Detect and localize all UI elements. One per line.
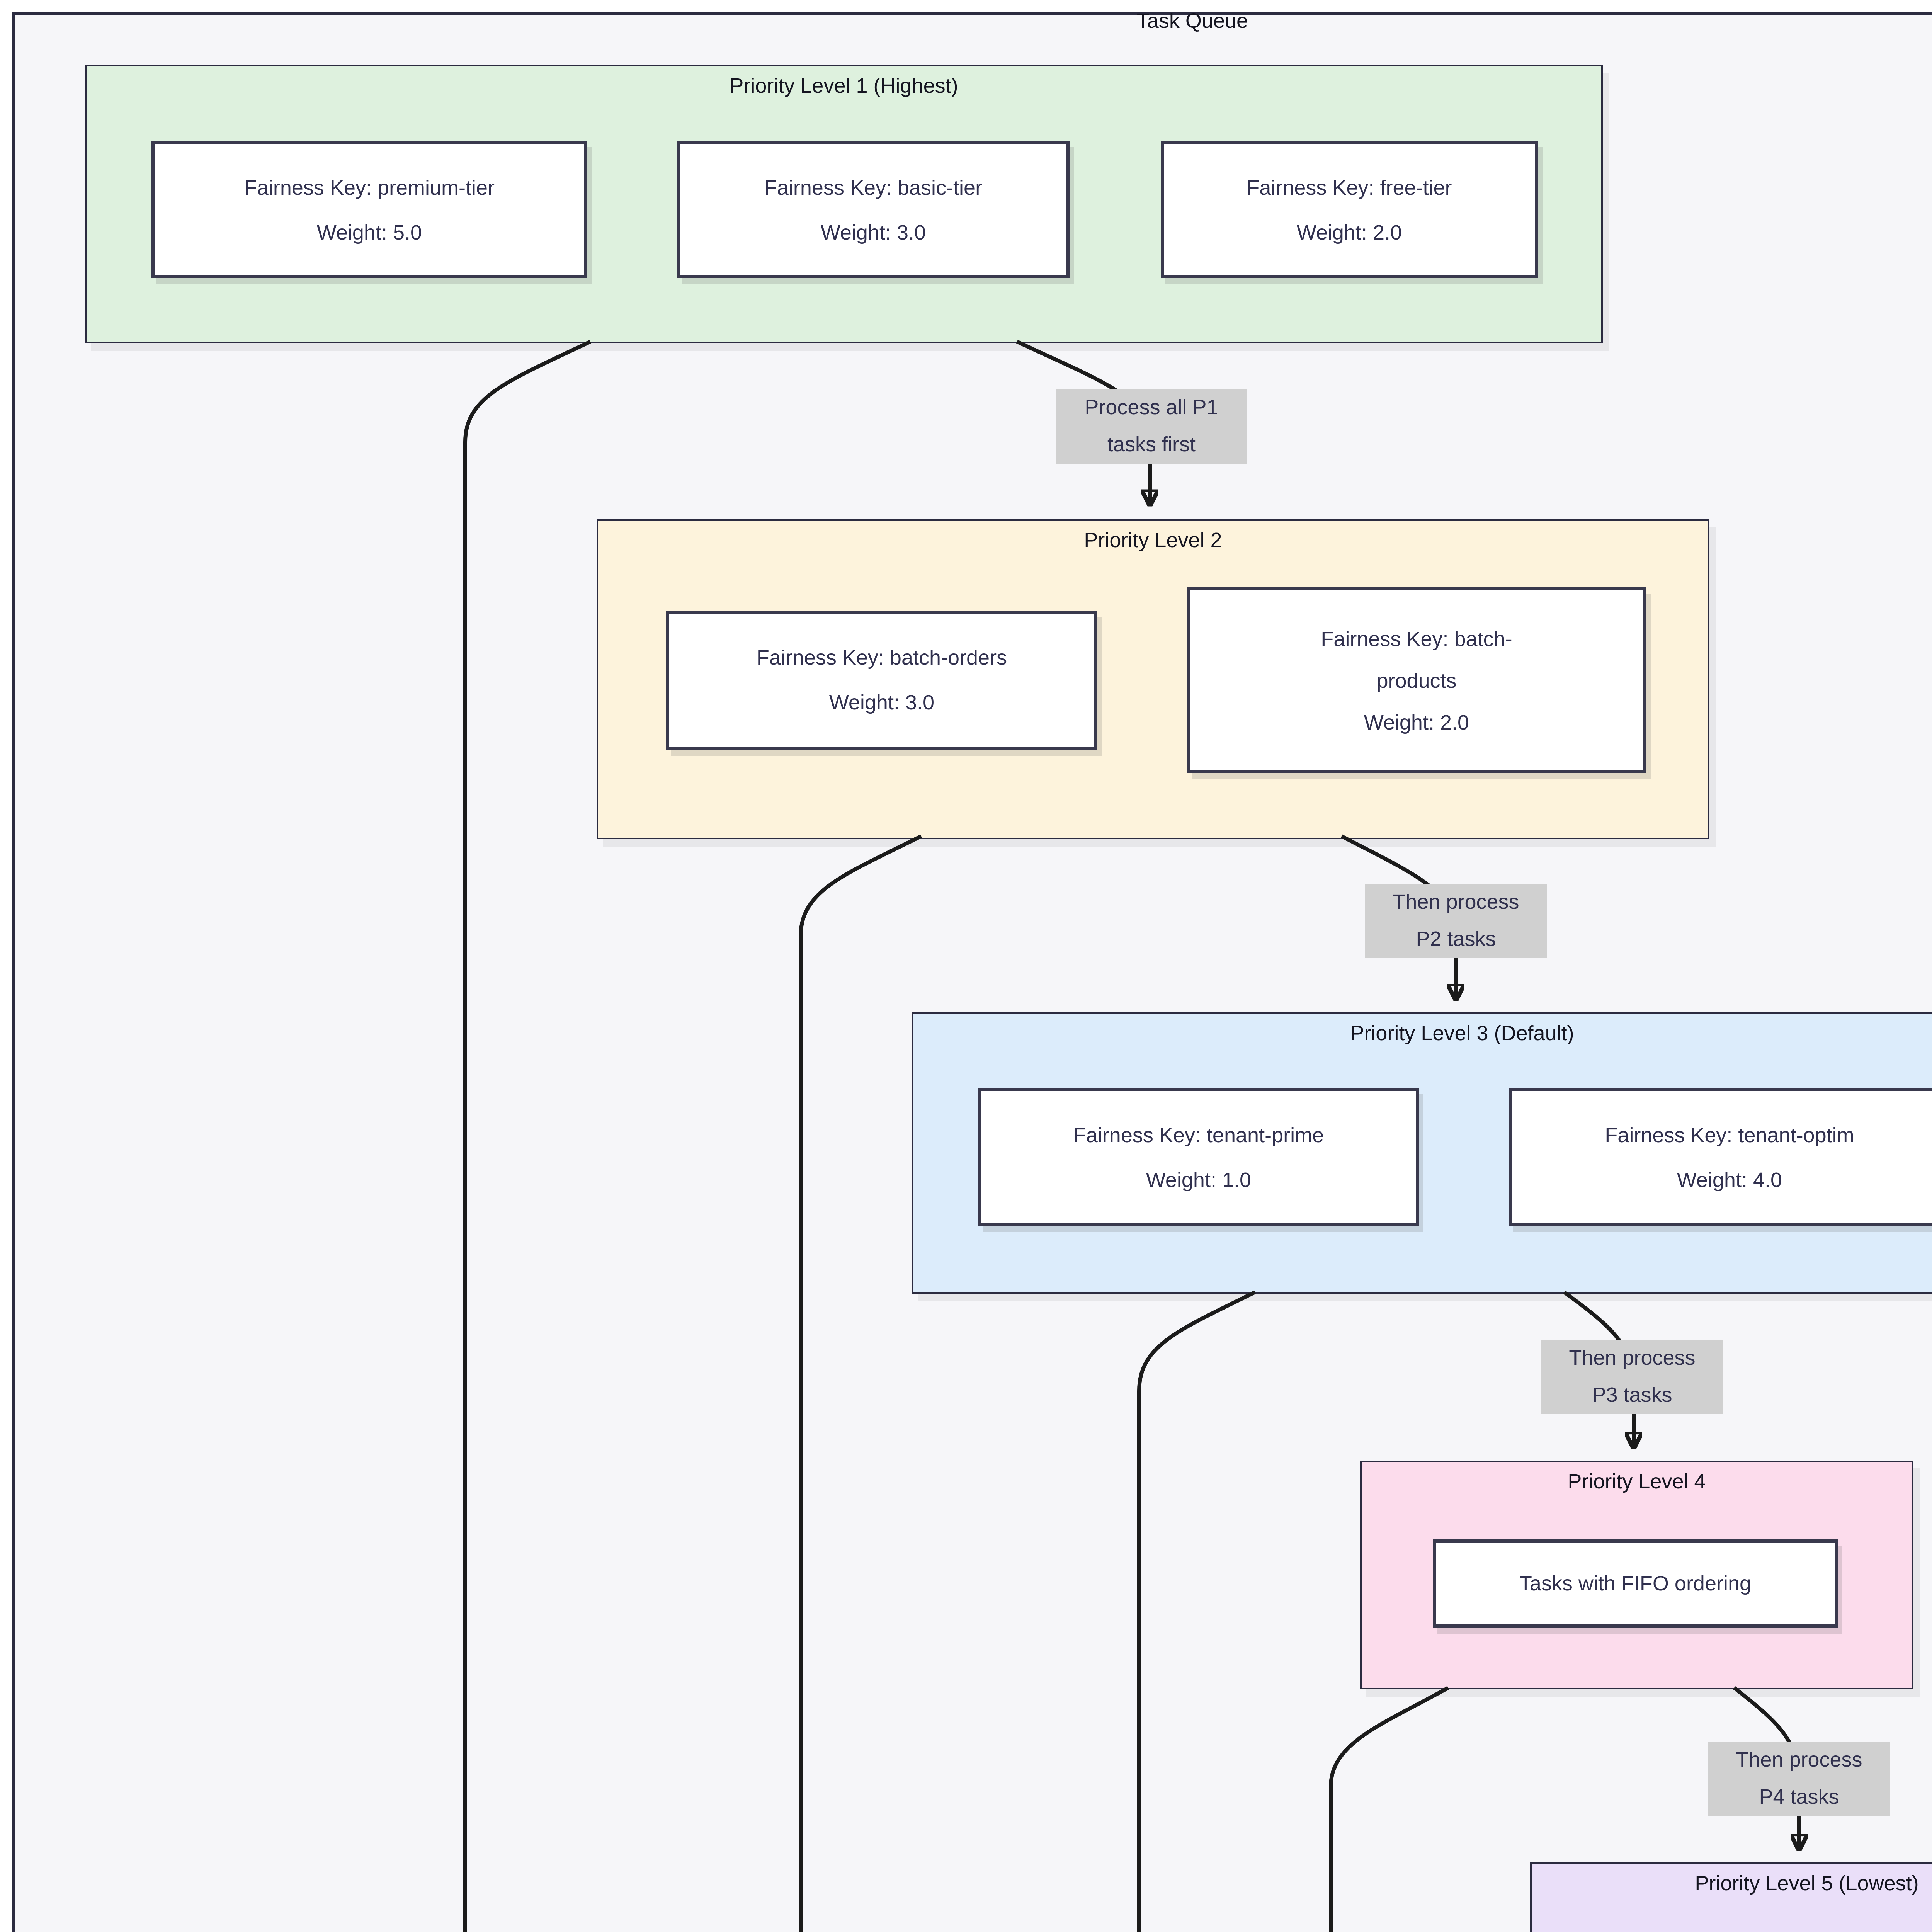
node-line: Weight: 3.0 <box>829 691 935 714</box>
task-queue-title: Task Queue <box>1136 9 1248 32</box>
node-line: Fairness Key: premium-tier <box>244 175 495 199</box>
node-line: Fairness Key: batch-orders <box>756 646 1007 669</box>
edge-label-line: Process all P1 <box>1085 396 1218 419</box>
edge-label-line: Then process <box>1736 1748 1862 1771</box>
node-batch-products: Fairness Key: batch- products Weight: 2.… <box>1187 587 1646 773</box>
edge-label-p1-p2: Process all P1 tasks first <box>1056 389 1247 464</box>
subgraph-priority-4: Priority Level 4 Tasks with FIFO orderin… <box>1360 1461 1913 1689</box>
subgraph-priority-1: Priority Level 1 (Highest) Fairness Key:… <box>85 65 1603 343</box>
node-line: Weight: 2.0 <box>1296 220 1402 243</box>
subgraph-priority-4-title: Priority Level 4 <box>1568 1470 1706 1493</box>
node-line: Fairness Key: batch- <box>1321 627 1512 650</box>
subgraph-priority-5-title: Priority Level 5 (Lowest) <box>1695 1872 1919 1895</box>
node-free-tier: Fairness Key: free-tier Weight: 2.0 <box>1161 141 1538 278</box>
node-line: Weight: 5.0 <box>316 220 422 243</box>
subgraph-priority-1-title: Priority Level 1 (Highest) <box>730 74 958 97</box>
node-line: Weight: 2.0 <box>1364 710 1469 733</box>
subgraph-priority-2: Priority Level 2 Fairness Key: batch-ord… <box>597 519 1709 839</box>
subgraph-priority-5: Priority Level 5 (Lowest) Tasks with FIF… <box>1530 1862 1932 1932</box>
node-line: Tasks with FIFO ordering <box>1519 1571 1752 1594</box>
subgraph-priority-3: Priority Level 3 (Default) Fairness Key:… <box>912 1012 1932 1294</box>
edge-label-line: P4 tasks <box>1759 1785 1839 1808</box>
node-line: Weight: 4.0 <box>1677 1168 1782 1191</box>
node-line: products <box>1376 668 1457 692</box>
node-tenant-optim: Fairness Key: tenant-optim Weight: 4.0 <box>1509 1088 1932 1226</box>
node-line: Fairness Key: free-tier <box>1247 175 1452 199</box>
node-line: Fairness Key: tenant-optim <box>1605 1123 1854 1146</box>
node-line: Weight: 1.0 <box>1146 1168 1252 1191</box>
node-fifo-p4: Tasks with FIFO ordering <box>1433 1539 1838 1628</box>
node-line: Weight: 3.0 <box>820 220 926 243</box>
node-basic-tier: Fairness Key: basic-tier Weight: 3.0 <box>677 141 1070 278</box>
edge-label-p3-p4: Then process P3 tasks <box>1541 1340 1723 1414</box>
node-premium-tier: Fairness Key: premium-tier Weight: 5.0 <box>151 141 587 278</box>
node-batch-orders: Fairness Key: batch-orders Weight: 3.0 <box>666 611 1097 750</box>
edge-label-p4-p5: Then process P4 tasks <box>1708 1742 1890 1816</box>
edge-label-line: Then process <box>1569 1346 1696 1369</box>
node-tenant-prime: Fairness Key: tenant-prime Weight: 1.0 <box>978 1088 1419 1226</box>
edge-label-line: P2 tasks <box>1416 927 1496 951</box>
subgraph-priority-3-title: Priority Level 3 (Default) <box>1350 1022 1574 1045</box>
subgraph-priority-2-title: Priority Level 2 <box>1084 529 1222 552</box>
edge-label-line: tasks first <box>1107 433 1196 456</box>
edge-label-line: Then process <box>1393 890 1519 913</box>
edge-label-line: P3 tasks <box>1592 1383 1672 1406</box>
node-line: Fairness Key: tenant-prime <box>1073 1123 1324 1146</box>
node-line: Fairness Key: basic-tier <box>764 175 983 199</box>
edge-label-p2-p3: Then process P2 tasks <box>1365 884 1547 958</box>
